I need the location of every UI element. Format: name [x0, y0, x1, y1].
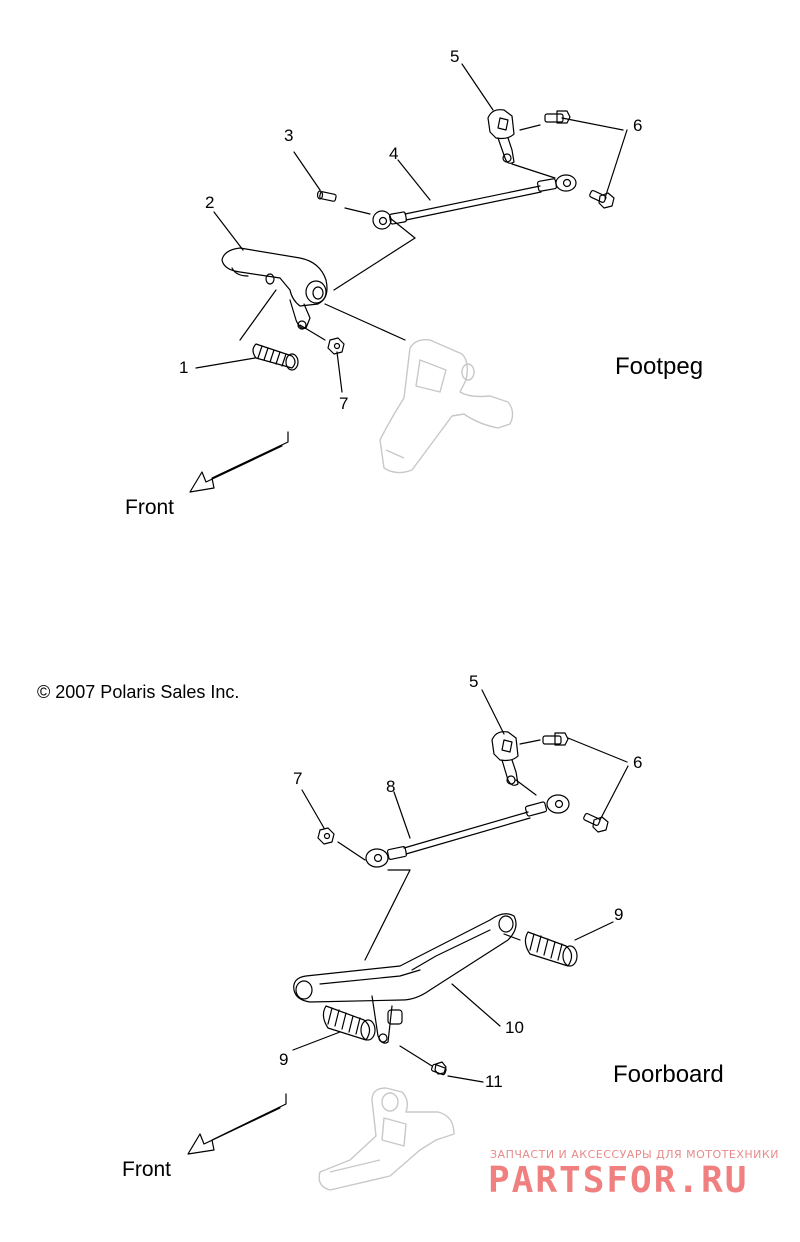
watermark-tagline: ЗАПЧАСТИ И АКСЕССУАРЫ ДЛЯ МОТОТЕХНИКИ: [490, 1148, 779, 1161]
callout-8: 8: [386, 777, 396, 796]
callout-7: 7: [339, 394, 349, 413]
callout-1: 1: [179, 358, 189, 377]
callout-5: 5: [450, 47, 460, 66]
copyright-notice: © 2007 Polaris Sales Inc.: [37, 682, 240, 702]
callout-10: 10: [505, 1018, 524, 1037]
part-3-bolt: [316, 190, 337, 202]
part-11-bolt: [431, 1061, 447, 1076]
callout-5-bottom: 5: [469, 672, 479, 691]
callout-4: 4: [389, 144, 399, 163]
frame-bracket-top: [379, 338, 514, 474]
part-5-shift-arm: [487, 109, 515, 164]
callout-9-right: 9: [614, 905, 624, 924]
callout-2: 2: [205, 193, 215, 212]
leader-lines-top: [195, 63, 628, 393]
callout-6-bottom: 6: [633, 753, 643, 772]
part-1-footpeg: [252, 343, 299, 371]
callout-3: 3: [284, 126, 294, 145]
part-7-nut-top: [327, 337, 345, 355]
front-label-top: Front: [125, 496, 175, 519]
front-label-bottom: Front: [122, 1158, 172, 1181]
footpeg-label: Footpeg: [615, 353, 704, 380]
callout-11: 11: [485, 1072, 503, 1091]
front-arrow-top: [189, 431, 289, 493]
callout-7-bottom: 7: [293, 769, 303, 788]
callout-6: 6: [633, 116, 643, 135]
part-4-shift-rod: [372, 174, 577, 230]
part-2-shift-lever: [221, 247, 328, 330]
part-8-shift-rod: [365, 794, 570, 868]
part-9-pegs: [322, 931, 578, 1041]
foorboard-label: Foorboard: [613, 1061, 724, 1088]
watermark-brand: PARTSFOR.RU: [488, 1160, 749, 1201]
part-6-bolts-bottom: [542, 732, 609, 833]
frame-bracket-bottom: [318, 1087, 455, 1191]
leader-lines-bottom: [292, 689, 629, 1083]
part-6-bolts: [544, 110, 615, 209]
callout-9-left: 9: [279, 1050, 289, 1069]
part-5-shift-arm-bottom: [491, 731, 519, 786]
part-10-heel-toe-lever: [293, 913, 517, 1044]
front-arrow-bottom: [187, 1093, 287, 1155]
part-7-nut-bottom: [317, 827, 335, 845]
